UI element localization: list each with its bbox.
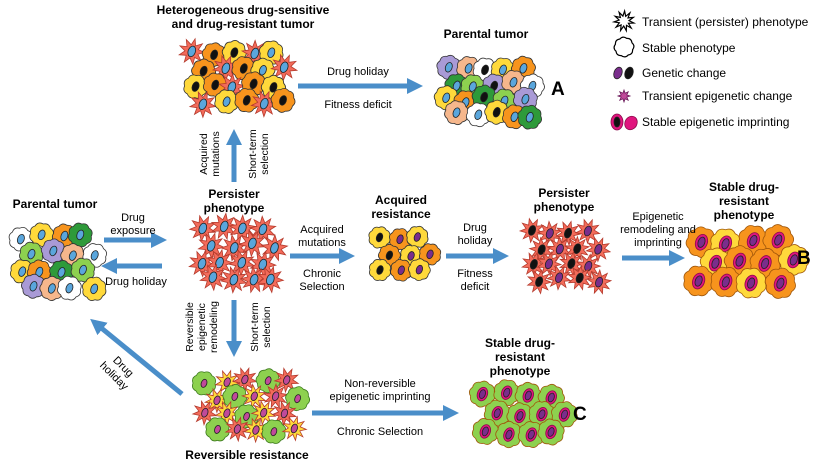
fitness-mid-line2: deficit: [448, 281, 502, 294]
persister-right-line2: phenotype: [522, 200, 606, 214]
label-acquired-mutations-vertical: Acquired mutations: [198, 131, 222, 177]
reversible-resistance-title: Reversible resistance: [172, 448, 322, 462]
stable-resistant-b-cluster: [684, 225, 809, 299]
drug-exposure-line1: Drug: [104, 212, 162, 225]
drug-holiday-mid-line2: holiday: [448, 235, 502, 248]
rev-epi-line2: epigenetic: [196, 301, 208, 353]
drug-holiday-mid-line1: Drug: [448, 222, 502, 235]
short-term-bottom-line2: selection: [261, 302, 273, 352]
panel-letter-b: B: [797, 248, 811, 270]
acquired-resistance-line1: Acquired: [364, 193, 438, 207]
acquired-resistance-title: Acquired resistance: [364, 193, 438, 221]
stable-epigenetic-icon: [611, 114, 640, 132]
persister-right-line1: Persister: [522, 186, 606, 200]
label-epigenetic-remodeling: Epigenetic remodeling and imprinting: [616, 211, 700, 250]
acq-mut-v-line2: mutations: [210, 131, 222, 177]
label-fitness-deficit-mid: Fitness deficit: [448, 268, 502, 294]
stable-c-line2: resistant: [468, 350, 572, 364]
parental-tumor-top-title: Parental tumor: [434, 27, 538, 41]
legend-icons: [611, 11, 640, 132]
non-rev-line2: epigenetic imprinting: [310, 391, 450, 404]
chronic-mid-line2: Selection: [290, 281, 354, 294]
parental-tumor-left-cluster: [9, 223, 106, 301]
acq-mut-mid-line1: Acquired: [290, 224, 354, 237]
stable-b-line1: Stable drug-: [692, 180, 796, 194]
label-short-term-selection-top: Short-term selection: [247, 129, 271, 179]
epi-remod-line1: Epigenetic: [616, 211, 700, 224]
stable-c-line3: phenotype: [468, 364, 572, 378]
stable-b-line2: resistant: [692, 194, 796, 208]
heterogeneous-tumor-line1: Heterogeneous drug-sensitive: [155, 3, 331, 17]
epi-remod-line2: remodeling and: [616, 224, 700, 237]
parental-tumor-left-title: Parental tumor: [6, 197, 104, 211]
legend-stable-epigenetic: Stable epigenetic imprinting: [642, 115, 789, 129]
acquired-resistance-line2: resistance: [364, 207, 438, 221]
star-cell-icon: [614, 11, 634, 31]
acq-mut-mid-line2: mutations: [290, 237, 354, 250]
label-non-reversible-imprinting: Non-reversible epigenetic imprinting: [310, 378, 450, 404]
imprint-core: [614, 117, 620, 127]
persister-center-cluster: [189, 214, 287, 293]
chronic-mid-line1: Chronic: [290, 268, 354, 281]
persister-right-title: Persister phenotype: [522, 186, 606, 214]
label-drug-holiday-mid: Drug holiday: [448, 222, 502, 248]
persister-center-line2: phenotype: [188, 201, 280, 215]
persister-center-title: Persister phenotype: [188, 187, 280, 215]
rev-epi-line3: remodeling: [208, 301, 220, 353]
label-fitness-deficit-top: Fitness deficit: [310, 99, 406, 112]
non-rev-line1: Non-reversible: [310, 378, 450, 391]
heterogeneous-tumor-line2: and drug-resistant tumor: [155, 17, 331, 31]
stable-b-line3: phenotype: [692, 208, 796, 222]
short-term-bottom-line1: Short-term: [249, 302, 261, 352]
stable-resistant-c-title: Stable drug- resistant phenotype: [468, 336, 572, 378]
acquired-resistance-cluster: [369, 226, 441, 281]
persister-center-line1: Persister: [188, 187, 280, 201]
legend-transient-epigenetic: Transient epigenetic change: [642, 89, 792, 103]
label-chronic-selection-bottom: Chronic Selection: [310, 426, 450, 439]
panel-letter-c: C: [573, 404, 587, 426]
fitness-mid-line1: Fitness: [448, 268, 502, 281]
epi-remod-line3: imprinting: [616, 237, 700, 250]
label-drug-exposure: Drug exposure: [104, 212, 162, 238]
label-reversible-epigenetic-remodeling: Reversible epigenetic remodeling: [184, 301, 220, 353]
legend-stable-phenotype: Stable phenotype: [642, 41, 735, 55]
stable-resistant-c-cluster: [469, 380, 577, 448]
transient-epigenetic-icon: [618, 90, 630, 102]
label-drug-holiday-top: Drug holiday: [310, 66, 406, 79]
panel-letter-a: A: [551, 79, 565, 101]
heterogeneous-tumor-title: Heterogeneous drug-sensitive and drug-re…: [155, 3, 331, 31]
parental-tumor-top-cluster: [434, 55, 544, 129]
label-short-term-selection-bottom: Short-term selection: [249, 302, 273, 352]
label-drug-holiday-left: Drug holiday: [100, 276, 172, 289]
drug-exposure-line2: exposure: [104, 225, 162, 238]
label-chronic-selection-mid: Chronic Selection: [290, 268, 354, 294]
stable-resistant-b-title: Stable drug- resistant phenotype: [692, 180, 796, 222]
reversible-resistance-cluster: [192, 368, 309, 443]
heterogeneous-tumor-cluster: [179, 39, 297, 118]
genetic-purple: [612, 66, 624, 80]
short-term-top-line2: selection: [259, 129, 271, 179]
rev-epi-line1: Reversible: [184, 301, 196, 353]
genetic-change-icon: [612, 66, 635, 80]
short-term-top-line1: Short-term: [247, 129, 259, 179]
legend-transient-phenotype: Transient (persister) phenotype: [642, 15, 808, 29]
legend-genetic-change: Genetic change: [642, 66, 726, 80]
genetic-black: [623, 66, 635, 80]
stable-c-line1: Stable drug-: [468, 336, 572, 350]
stable-cell-icon: [614, 37, 634, 57]
label-acquired-mutations-mid: Acquired mutations: [290, 224, 354, 250]
acq-mut-v-line1: Acquired: [198, 131, 210, 177]
persister-right-cluster: [520, 219, 611, 294]
